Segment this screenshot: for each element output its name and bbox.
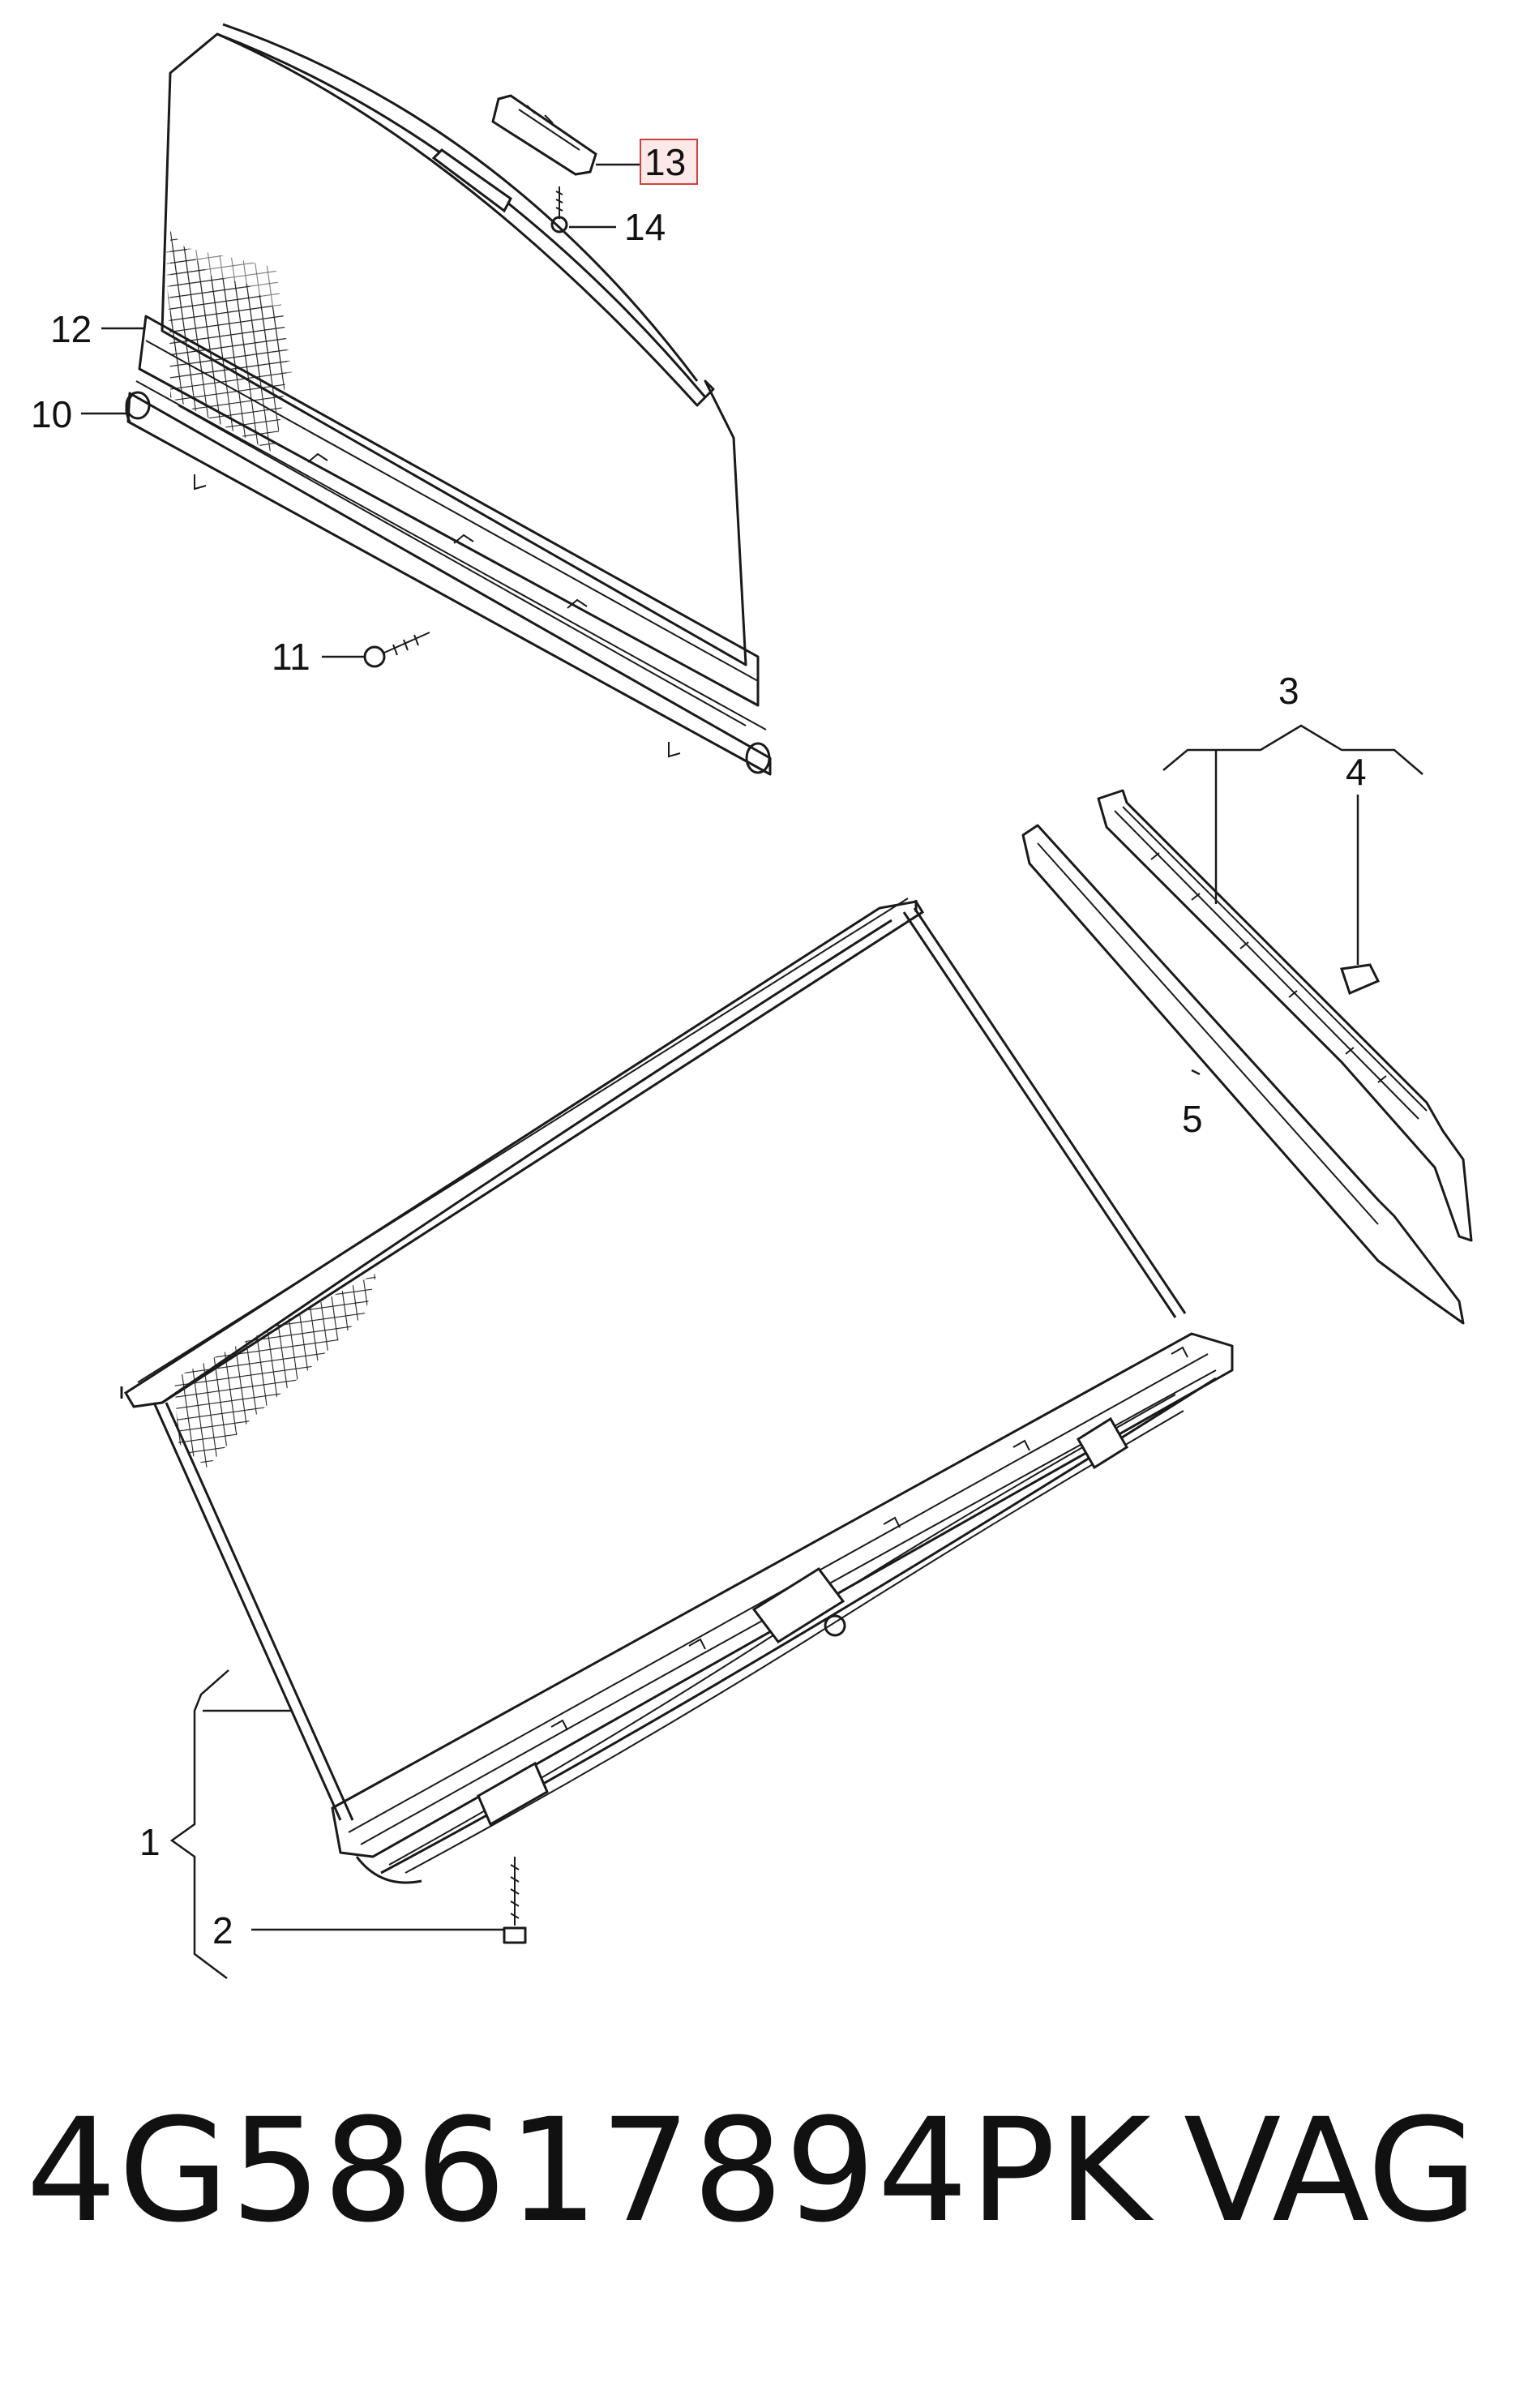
- part-2-screw-icon: [503, 1857, 527, 1944]
- leader-5: [1191, 1069, 1201, 1076]
- upper-hook-bar: [431, 148, 512, 213]
- upper-net-assembly: [125, 23, 772, 776]
- part-11-screw-icon: [363, 632, 430, 668]
- lower-left-rod: [152, 1402, 354, 1821]
- callout-labels: 13 14 12 10 11 3 4 5 1 2: [31, 141, 1367, 1952]
- lower-right-rod: [902, 907, 1187, 1318]
- callout-13-highlight: [640, 139, 698, 185]
- part-3-trim-rail: [1097, 789, 1473, 1242]
- callout-1: 1: [139, 1821, 161, 1863]
- upper-net-frame: [161, 32, 747, 666]
- callout-4: 4: [1346, 751, 1367, 793]
- callout-13: 13: [644, 141, 686, 183]
- callout-5: 5: [1182, 1098, 1203, 1140]
- callout-12: 12: [50, 308, 92, 350]
- bracket-1: [169, 1669, 229, 1979]
- roller-housing: [138, 315, 760, 707]
- lower-mechanism-right: [1076, 1416, 1129, 1470]
- part-13-handle: [491, 94, 597, 176]
- callout-14: 14: [624, 206, 666, 248]
- callout-3: 3: [1278, 670, 1299, 712]
- part-4-clip: [1340, 963, 1381, 996]
- lower-net-assembly: [120, 898, 1234, 1944]
- lower-net-mesh: [174, 1273, 377, 1468]
- lower-mechanism-center: [751, 1566, 845, 1644]
- lower-mechanism-left: [477, 1761, 549, 1827]
- lower-roller-housing: [331, 1332, 1234, 1858]
- callout-10: 10: [31, 393, 72, 435]
- callout-11: 11: [272, 636, 310, 678]
- part-5-trim-strip: [1021, 824, 1465, 1325]
- callout-2: 2: [212, 1909, 233, 1952]
- brand-label: VAG: [1184, 2088, 1478, 2254]
- trim-strips: [1021, 789, 1473, 1325]
- leader-lines: [81, 163, 1423, 1979]
- part-14-screw-icon: [550, 186, 568, 234]
- part-number: 4G58617894PK: [26, 2088, 1153, 2254]
- bracket-3: [1162, 724, 1423, 775]
